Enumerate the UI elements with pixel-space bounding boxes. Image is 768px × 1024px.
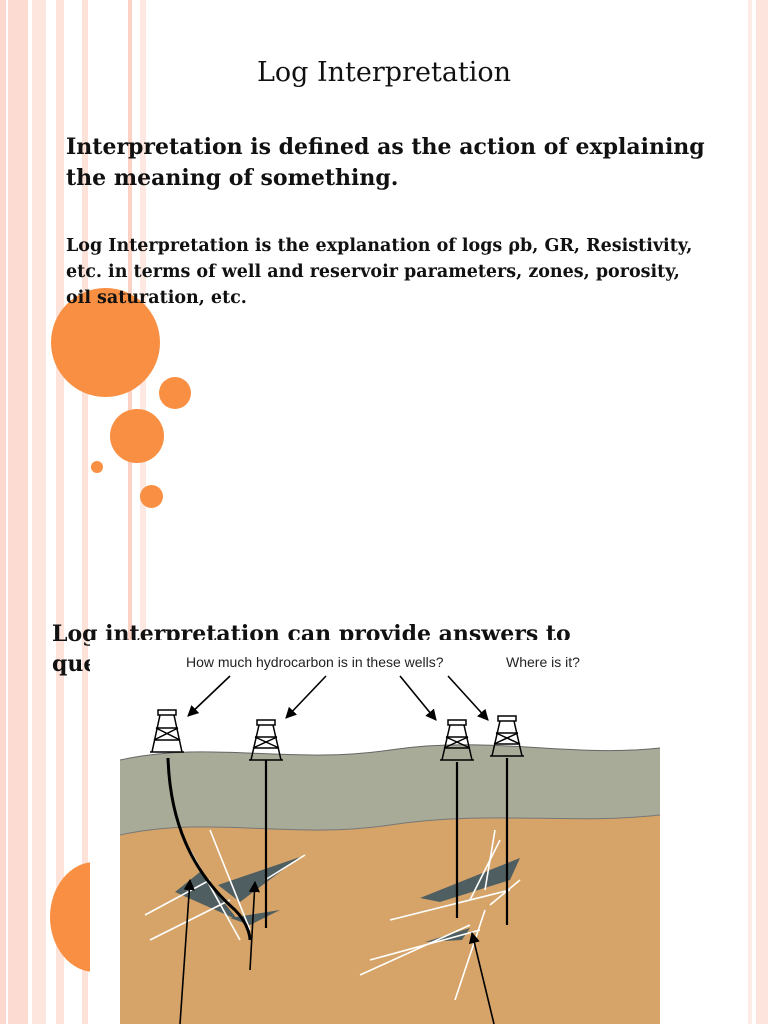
right-stripe: [756, 0, 768, 1024]
question-arrows: [179, 675, 495, 1024]
stripe: [82, 0, 88, 1024]
wells-diagram: How much hydrocarbon is in these wells? …: [90, 640, 690, 1024]
right-stripe: [748, 0, 752, 1024]
well-paths: [166, 757, 509, 941]
decorative-circle: [159, 377, 191, 409]
stripe: [56, 0, 64, 1024]
explanation-text: Log Interpretation is the explanation of…: [66, 236, 693, 308]
derricks: [150, 709, 524, 761]
stripe: [128, 0, 132, 1024]
question-label: Where is it?: [506, 654, 580, 670]
slide-title: Log Interpretation: [256, 57, 512, 88]
surface-layer: [120, 744, 660, 835]
stripe: [0, 0, 6, 1024]
question-label: How much hydrocarbon is in these wells?: [186, 654, 444, 670]
reservoir-wedge: [420, 858, 520, 902]
decorative-circle: [110, 409, 164, 463]
reservoir-wedge: [218, 857, 300, 902]
decorative-circle: [51, 288, 160, 397]
stripe: [32, 0, 46, 1024]
definition-text: Interpretation is defined as the action …: [66, 134, 705, 191]
decorative-stripes: [0, 0, 150, 1024]
decorative-circle: [140, 485, 163, 508]
decorative-circle: [91, 461, 103, 473]
stripe: [140, 0, 146, 1024]
fracture-lines: [144, 829, 521, 1001]
stripe: [8, 0, 28, 1024]
